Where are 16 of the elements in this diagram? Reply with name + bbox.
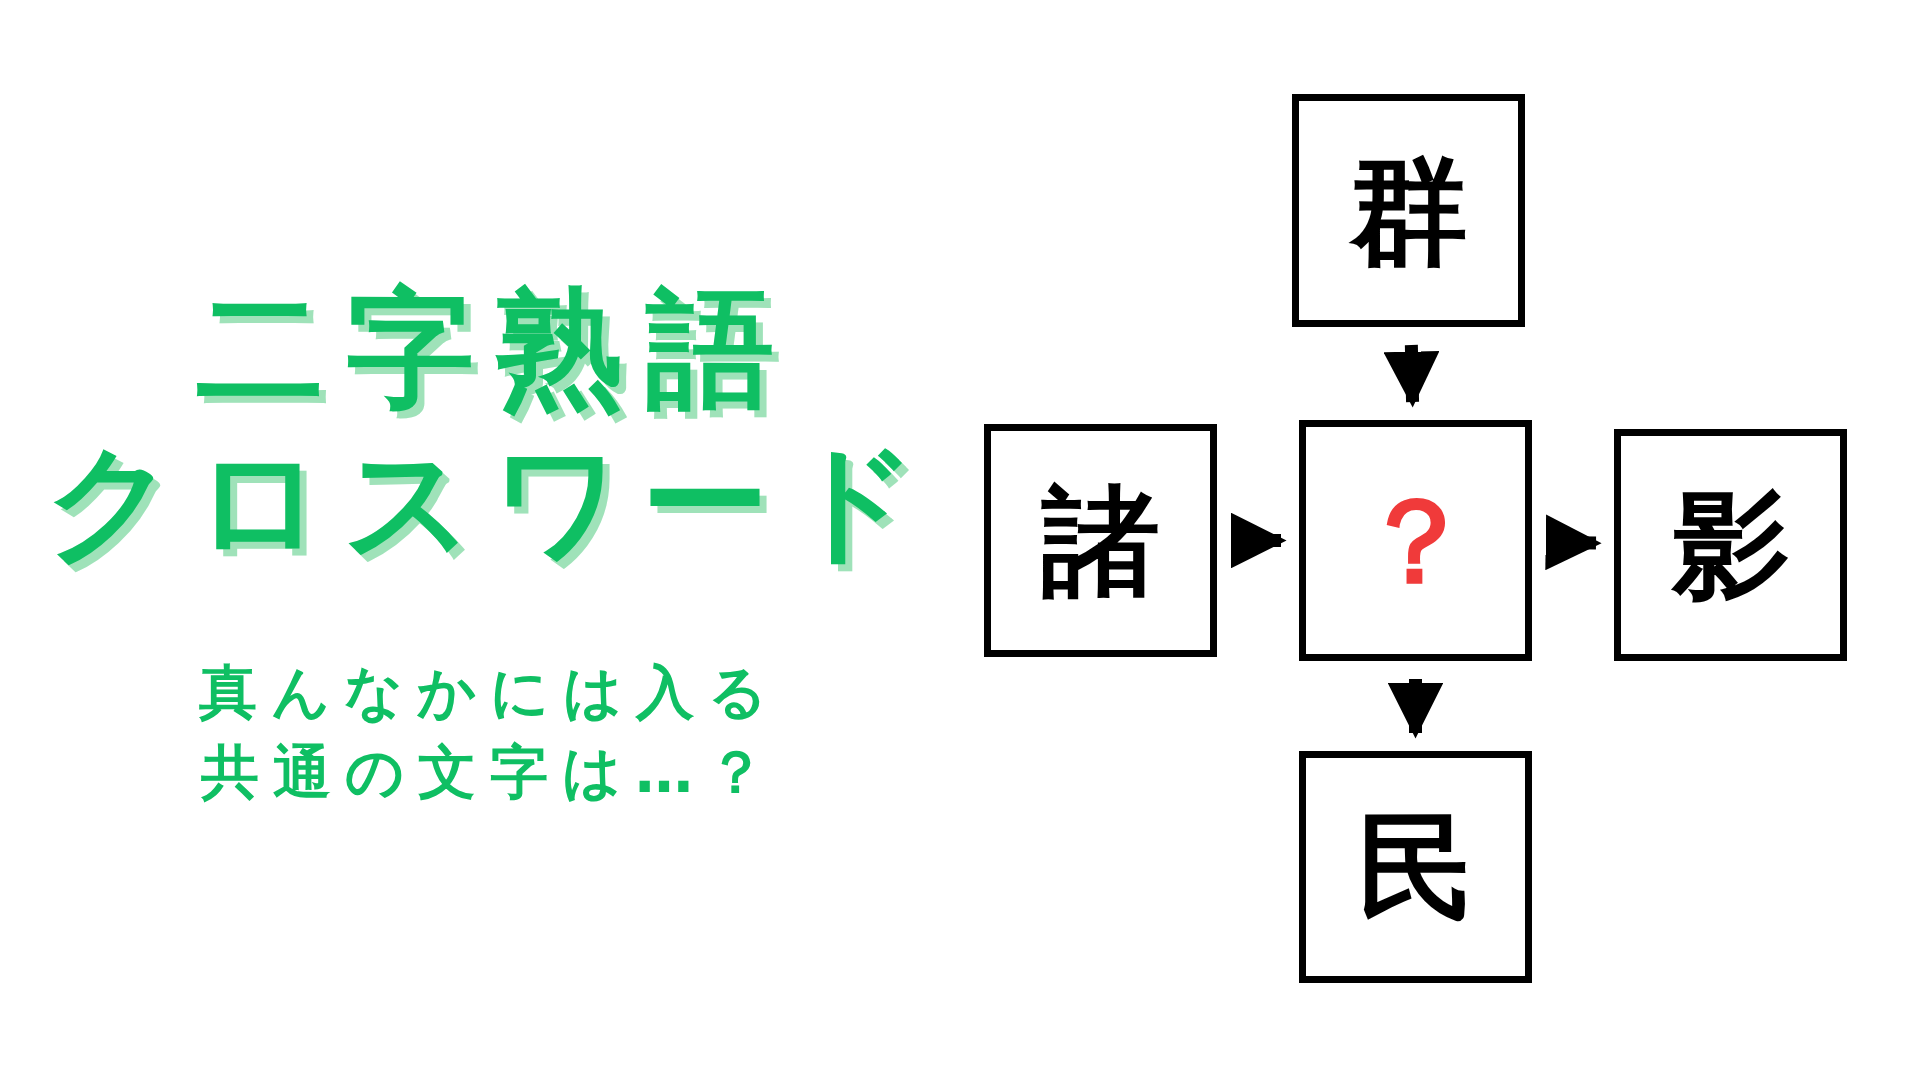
kanji-character: 諸 — [1041, 481, 1160, 600]
arrow — [1383, 344, 1440, 408]
character-box — [1299, 751, 1532, 983]
title-text: クロスワード — [44, 438, 936, 566]
character-box — [1299, 420, 1532, 661]
arrow — [1387, 679, 1444, 739]
character-box — [1292, 94, 1525, 327]
character-box — [1614, 429, 1847, 661]
kanji-character: 群 — [1349, 151, 1468, 270]
question-mark: ？ — [1356, 481, 1475, 600]
character-box — [984, 424, 1217, 657]
kanji-character: 民 — [1356, 808, 1475, 926]
kanji-character: 影 — [1671, 486, 1790, 604]
arrow — [1230, 512, 1287, 569]
subtitle-text: 真んなかには入る共通の文字は…？ — [198, 657, 782, 808]
arrow — [1545, 514, 1602, 571]
